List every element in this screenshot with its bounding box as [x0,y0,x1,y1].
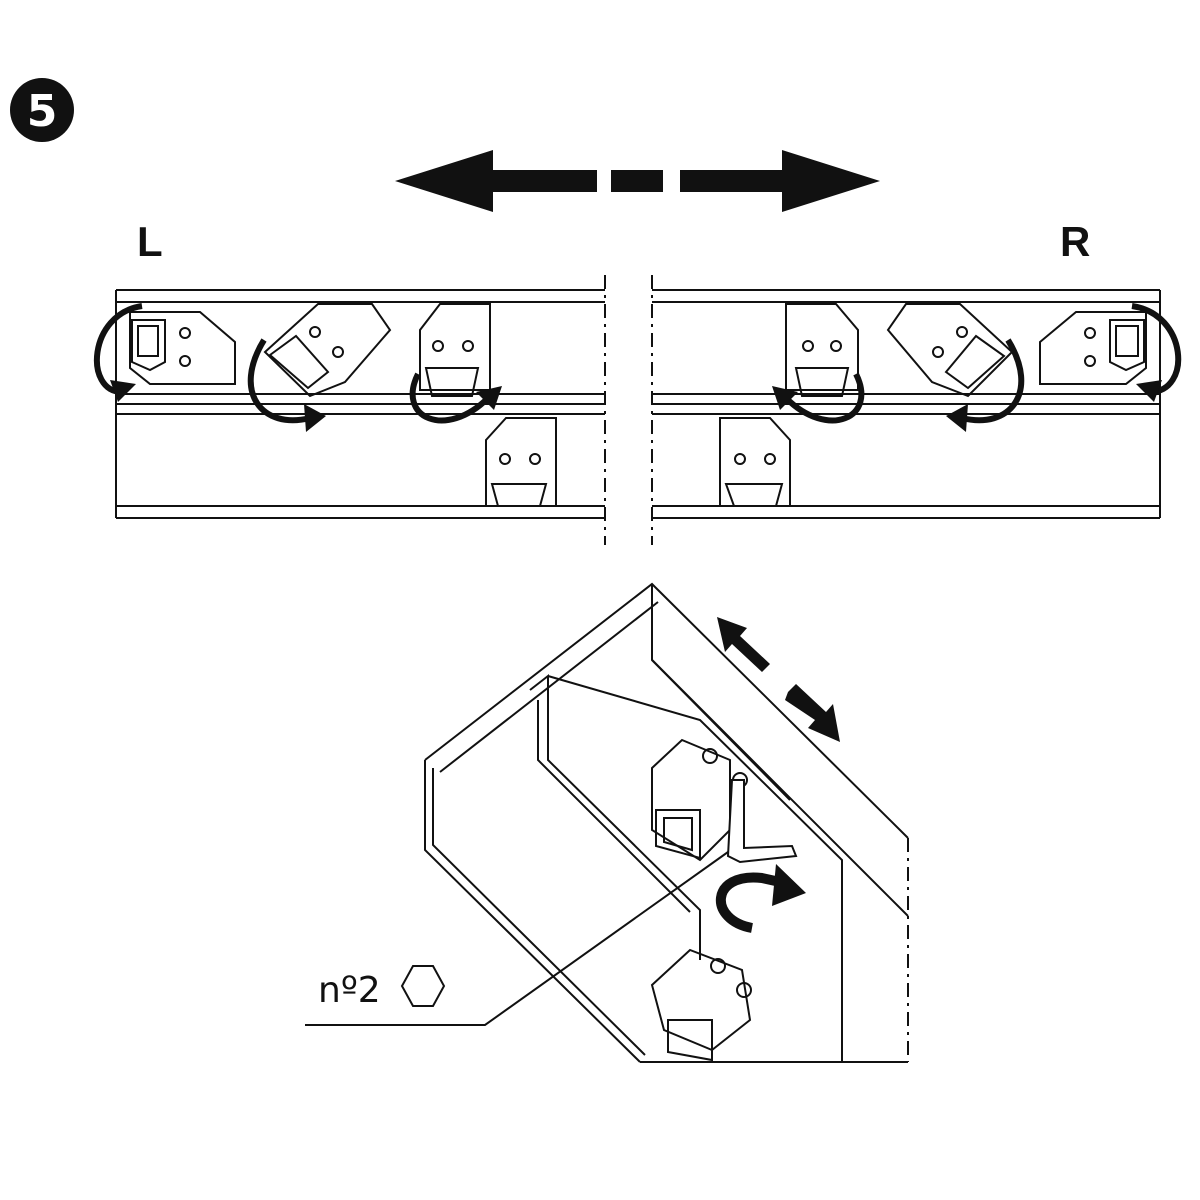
tool-label: nº2 [318,970,381,1011]
turn-arrow [715,864,806,933]
rotate-arrows [93,303,1182,424]
bracket [129,311,236,385]
left-label: L [137,218,163,265]
bracket [419,303,491,397]
hex-key-icon [400,965,446,1007]
right-rail [651,275,1161,545]
bracket [485,417,557,507]
move-apart-arrow [395,150,880,212]
bracket [650,948,752,1062]
step-badge: 5 [10,78,74,142]
right-label: R [1060,218,1090,265]
bracket [785,303,859,397]
slide-arrow [717,617,840,742]
rotate-arrowheads [110,380,1162,432]
hex-key [726,779,798,864]
step-number: 5 [27,86,58,137]
bracket [263,303,392,398]
bracket [719,417,791,507]
rail-perspective [305,582,909,1063]
bracket [1039,311,1147,385]
left-rail [115,275,606,545]
bracket [886,303,1014,398]
